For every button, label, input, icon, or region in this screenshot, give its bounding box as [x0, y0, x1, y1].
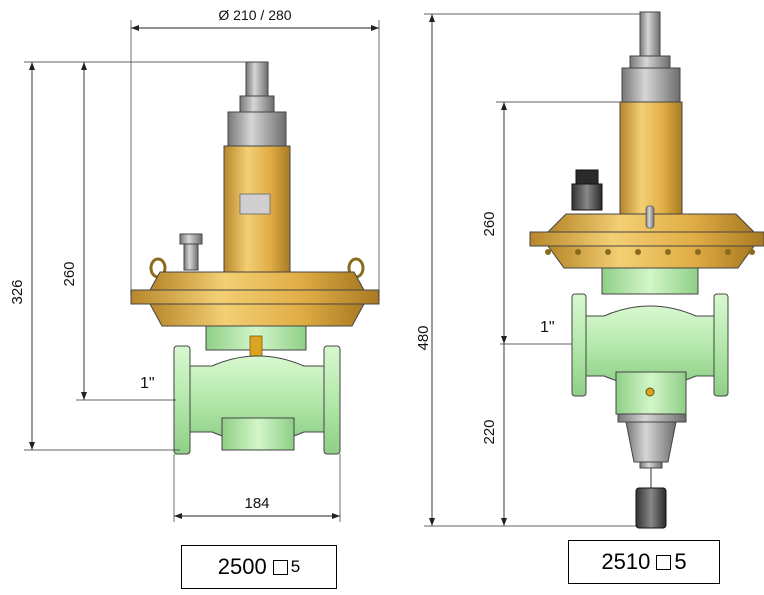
right-dim-connection: 1"	[540, 319, 555, 336]
left-model-code: 2500	[217, 554, 267, 579]
right-inlet-flange	[571, 293, 587, 397]
right-diaphragm-flange	[529, 231, 764, 247]
right-dim-lower-height: 220	[481, 419, 498, 444]
left-regulator	[130, 61, 380, 455]
left-lower-diaphragm-cover	[149, 303, 365, 327]
right-dimensions: 480 260 220 1"	[415, 13, 640, 527]
right-connector-top	[575, 169, 599, 185]
left-spring-cap	[227, 111, 287, 147]
left-inlet-flange	[173, 345, 191, 455]
right-model-label: 2510 5	[568, 540, 720, 584]
left-dim-diameter: Ø 210 / 280	[218, 7, 291, 23]
left-upper-diaphragm-cover	[149, 271, 365, 291]
right-lower-nut	[639, 461, 663, 469]
right-connector-body	[571, 183, 603, 211]
right-flange-bolts	[545, 249, 755, 255]
left-bottom-boss	[221, 417, 295, 451]
square-icon	[656, 554, 672, 570]
left-dim-total-height: 326	[9, 279, 26, 304]
left-adjust-screw	[245, 61, 269, 99]
left-diaphragm-flange	[130, 289, 380, 305]
right-model-code: 2510	[601, 549, 651, 574]
right-lower-flange	[617, 413, 687, 423]
right-spring-tube	[619, 101, 683, 215]
right-dim-upper-height: 260	[481, 211, 498, 236]
right-adjust-screw	[639, 11, 661, 57]
left-stem-fitting	[249, 335, 263, 357]
square-icon	[272, 559, 288, 575]
right-outlet-flange	[713, 293, 729, 397]
left-model-label: 2500 5	[181, 545, 337, 589]
left-dimensions: Ø 210 / 280 326 260 1" 184	[9, 7, 380, 522]
right-indicator-pin	[645, 205, 655, 229]
left-dim-width: 184	[244, 495, 269, 512]
right-model-suffix: 5	[674, 549, 687, 574]
right-spring-cap	[621, 67, 681, 103]
right-dim-total-height: 480	[415, 325, 432, 350]
left-locknut	[239, 95, 275, 113]
right-lower-diaphragm-cover	[547, 245, 755, 269]
left-nameplate	[239, 193, 271, 215]
right-lower-sensor	[635, 487, 667, 529]
left-vent-body	[183, 243, 199, 271]
right-neck	[601, 267, 699, 295]
right-locknut	[629, 55, 671, 69]
left-model-suffix: 5	[290, 557, 301, 576]
right-bottom-plug	[645, 387, 655, 397]
left-dim-connection: 1"	[140, 375, 155, 392]
left-outlet-flange	[323, 345, 341, 455]
left-dim-actuator-height: 260	[61, 261, 78, 286]
left-vent-cap	[179, 233, 203, 245]
right-regulator	[529, 11, 764, 529]
right-lower-cone	[625, 421, 677, 463]
